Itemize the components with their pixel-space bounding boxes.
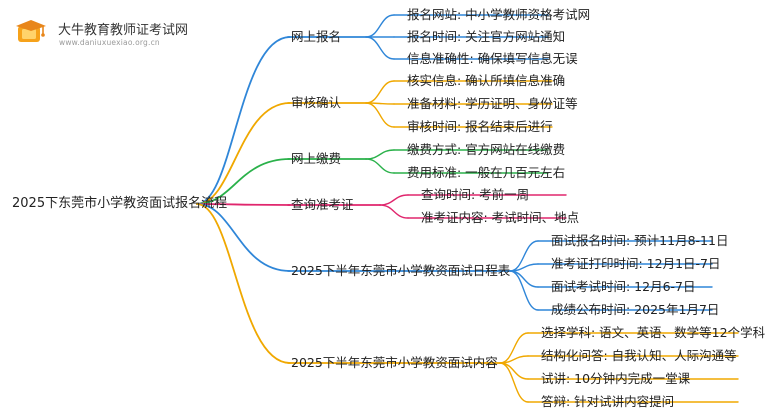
leaf-label: 试讲: 10分钟内完成一堂课 bbox=[541, 371, 691, 386]
connector-line bbox=[509, 270, 539, 311]
leaf-label: 答辩: 针对试讲内容提问 bbox=[541, 394, 675, 409]
leaf-label: 面试考试时间: 12月6-7日 bbox=[551, 279, 696, 294]
leaf-label: 信息准确性: 确保填写信息无误 bbox=[407, 51, 578, 66]
connector-line bbox=[196, 203, 291, 272]
leaf-label: 费用标准: 一般在几百元左右 bbox=[407, 165, 566, 180]
leaf-label: 报名时间: 关注官方网站通知 bbox=[407, 29, 566, 44]
leaf-label: 准考证内容: 考试时间、地点 bbox=[421, 210, 580, 225]
connector-line bbox=[196, 203, 291, 364]
connector-line bbox=[499, 332, 529, 364]
site-url: www.daniuxuexiao.org.cn bbox=[59, 38, 160, 47]
connector-line bbox=[365, 80, 395, 104]
branch-label: 网上缴费 bbox=[291, 151, 342, 166]
leaf-label: 报名网站: 中小学教师资格考试网 bbox=[407, 7, 591, 22]
branch-label: 审核确认 bbox=[291, 95, 342, 110]
connector-line bbox=[499, 362, 529, 403]
connector-line bbox=[379, 204, 409, 219]
leaf-label: 审核时间: 报名结束后进行 bbox=[407, 119, 553, 134]
leaf-label: 选择学科: 语文、英语、数学等12个学科 bbox=[541, 325, 765, 340]
mindmap-root: 2025下东莞市小学教资面试报名流程 bbox=[12, 196, 228, 211]
branch-label: 2025下半年东莞市小学教资面试内容 bbox=[291, 355, 498, 370]
connector-line bbox=[365, 102, 395, 128]
connector-line bbox=[499, 362, 529, 380]
leaf-label: 结构化问答: 自我认知、人际沟通等 bbox=[541, 348, 737, 363]
connector-line bbox=[379, 194, 409, 206]
leaf-label: 缴费方式: 官方网站在线缴费 bbox=[407, 142, 566, 157]
leaf-label: 成绩公布时间: 2025年1月7日 bbox=[551, 302, 720, 317]
leaf-label: 查询时间: 考前一周 bbox=[421, 187, 530, 202]
connector-line bbox=[196, 203, 291, 206]
leaf-label: 准考证打印时间: 12月1日-7日 bbox=[551, 256, 721, 271]
connector-line bbox=[509, 240, 539, 272]
branch-label: 2025下半年东莞市小学教资面试日程表 bbox=[291, 263, 511, 278]
connector-line bbox=[196, 158, 291, 205]
graduation-cap-icon bbox=[16, 20, 46, 42]
site-logo: 大牛教育教师证考试网 www.daniuxuexiao.org.cn bbox=[14, 15, 214, 49]
site-name: 大牛教育教师证考试网 bbox=[58, 23, 189, 38]
leaf-label: 核实信息: 确认所填信息准确 bbox=[407, 73, 566, 88]
connector-line bbox=[365, 36, 395, 60]
leaf-label: 准备材料: 学历证明、身份证等 bbox=[407, 96, 578, 111]
branch-label: 网上报名 bbox=[291, 29, 342, 44]
connector-line bbox=[365, 14, 395, 38]
leaf-label: 面试报名时间: 预计11月8-11日 bbox=[551, 233, 729, 248]
connector-line bbox=[196, 102, 291, 205]
connector-line bbox=[196, 36, 291, 205]
branch-label: 查询准考证 bbox=[291, 197, 354, 212]
connector-line bbox=[365, 158, 395, 174]
connector-line bbox=[365, 149, 395, 160]
connector-line bbox=[509, 270, 539, 288]
